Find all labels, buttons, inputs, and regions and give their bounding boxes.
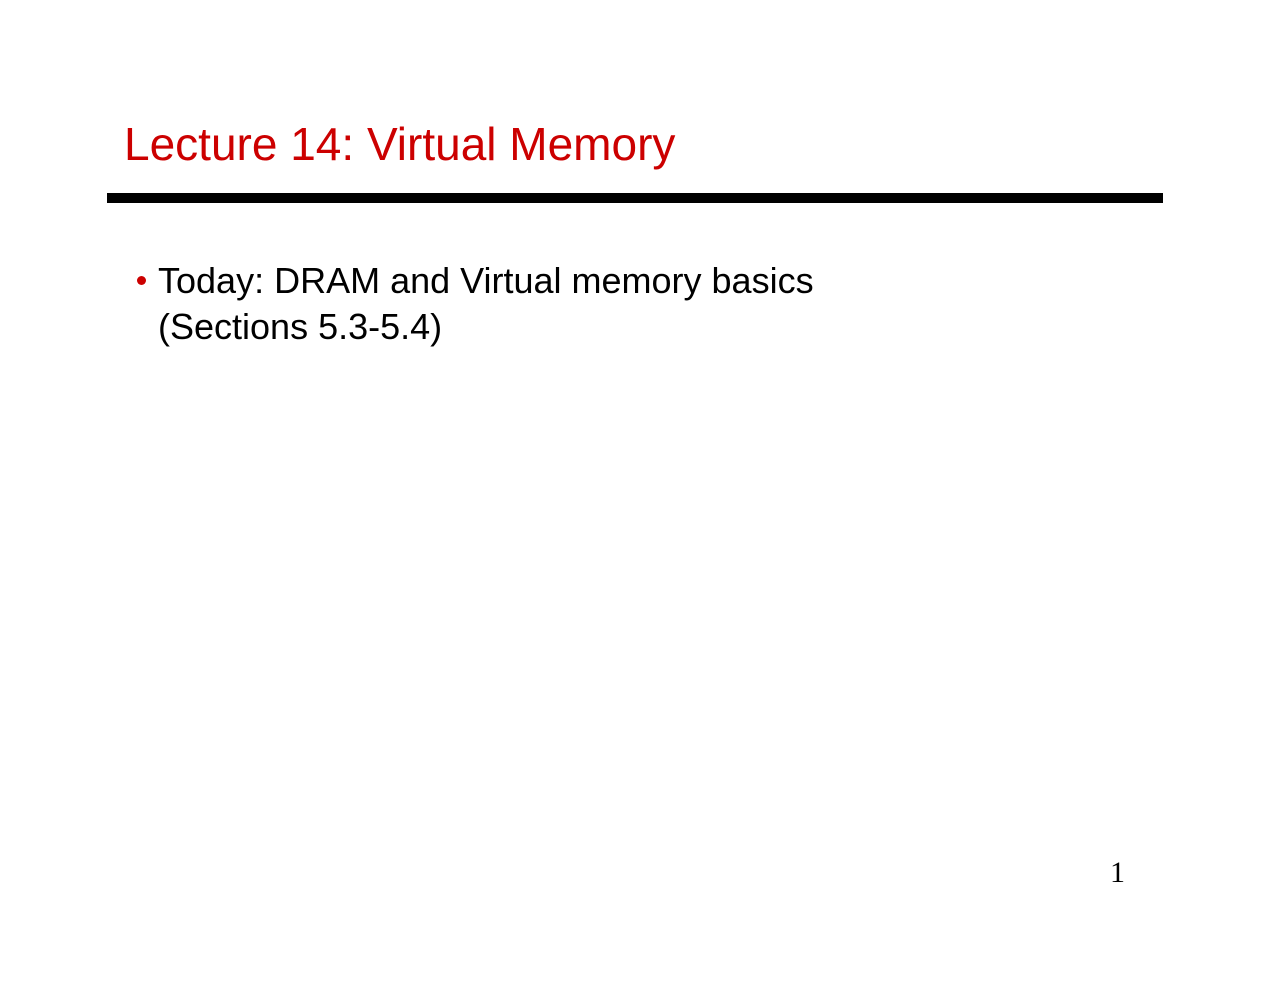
list-item-label: Today: DRAM and Virtual memory basics (S… (158, 260, 814, 347)
bullet-dot-icon (137, 276, 146, 285)
list-item: Today: DRAM and Virtual memory basics (S… (136, 258, 1096, 350)
slide-body: Today: DRAM and Virtual memory basics (S… (136, 258, 1096, 350)
page-title: Lecture 14: Virtual Memory (124, 118, 676, 170)
title-divider-rule (107, 193, 1163, 203)
page-number: 1 (1110, 856, 1125, 889)
